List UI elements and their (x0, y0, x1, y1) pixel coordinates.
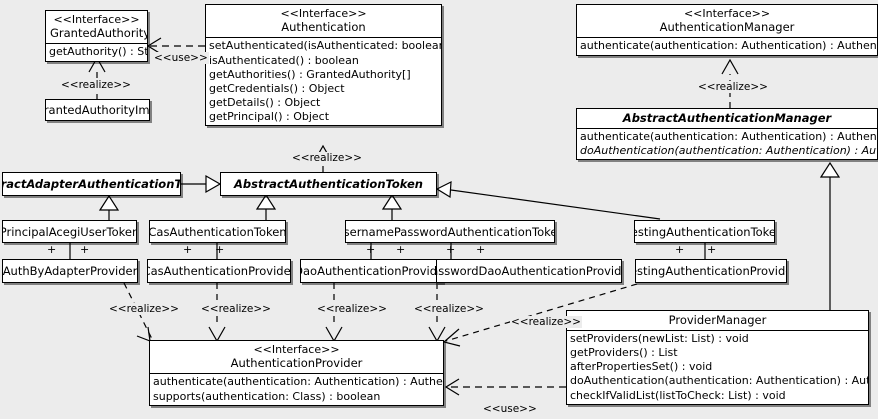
assoc-plus-testing-right: + (707, 243, 717, 256)
edge-label-realize-passworddaoauthenticationprovider: <<realize>> (413, 303, 485, 315)
stereotype-label: <<Interface>> (280, 7, 367, 20)
class-name: TestingAuthenticationToken (635, 224, 774, 239)
edge-generalization-usernamepasswordtoken (381, 193, 403, 220)
class-name: AuthByAdapterProvider (2, 264, 138, 278)
stereotype-label: <<Interface>> (683, 7, 771, 20)
class-header: <<Interface>> Authentication (206, 5, 441, 37)
assoc-plus-cas-right: + (215, 243, 225, 256)
class-testing-authentication-provider[interactable]: TestingAuthenticationProvider (635, 259, 787, 283)
class-name: TestingAuthenticationProvider (636, 264, 786, 278)
method-item: authenticate(authentication: Authenticat… (580, 130, 878, 144)
method-item: getCredentials() : Object (209, 81, 345, 95)
class-name: GrantedAuthorityImpl (46, 103, 150, 117)
class-name: Authentication (281, 20, 366, 35)
class-authentication[interactable]: <<Interface>> Authentication setAuthenti… (205, 4, 442, 127)
edge-generalization-providermanager (819, 161, 841, 311)
class-provider-manager[interactable]: ProviderManager setProviders(newList: Li… (566, 310, 869, 405)
edge-generalization-testingauthenticationtoken (435, 180, 661, 220)
edge-generalization-casauthenticationtoken (255, 193, 277, 220)
class-name: GrantedAuthority (50, 26, 148, 41)
class-principal-acegi-user-token[interactable]: PrincipalAcegiUserToken (2, 220, 137, 243)
class-header: <<Interface>> GrantedAuthority (46, 11, 147, 43)
class-name: DaoAuthenticationProvider (300, 264, 443, 278)
edge-label-realize-authbyadapterprovider: <<realize>> (108, 303, 180, 315)
methods-compartment: setAuthenticated(isAuthenticated: boolea… (206, 37, 441, 125)
method-item: setAuthenticated(isAuthenticated: boolea… (209, 39, 441, 53)
method-item: getAuthorities() : GrantedAuthority[] (209, 67, 411, 81)
class-granted-authority-impl[interactable]: GrantedAuthorityImpl (45, 99, 150, 121)
class-name: PrincipalAcegiUserToken (2, 224, 137, 239)
class-header: <<Interface>> AuthenticationManager (577, 5, 877, 37)
edge-label-realize-abstractauthenticationmanager: <<realize>> (697, 81, 769, 93)
class-name: PasswordDaoAuthenticationProvider (437, 264, 622, 278)
assoc-plus-testing-left: + (675, 243, 685, 256)
edge-label-use-authentication-grantedauthority: <<use>> (153, 52, 209, 64)
class-testing-authentication-token[interactable]: TestingAuthenticationToken (634, 220, 775, 243)
method-item: isAuthenticated() : boolean (209, 53, 359, 67)
method-item: authenticate(authentication: Authenticat… (153, 375, 443, 389)
class-name: AuthenticationManager (659, 20, 795, 35)
method-item: supports(authentication: Class) : boolea… (153, 389, 381, 403)
class-name: UsernamePasswordAuthenticationToken (345, 224, 555, 239)
assoc-plus-username-dao-left: + (366, 243, 376, 256)
method-item: getAuthority() : String (49, 45, 147, 59)
methods-compartment: authenticate(authentication: Authenticat… (577, 128, 877, 159)
methods-compartment: authenticate(authentication: Authenticat… (150, 373, 443, 404)
class-username-password-authentication-token[interactable]: UsernamePasswordAuthenticationToken (345, 220, 555, 243)
method-item: doAuthentication(authentication: Authent… (570, 374, 869, 388)
class-cas-authentication-token[interactable]: CasAuthenticationToken (149, 220, 286, 243)
class-cas-authentication-provider[interactable]: CasAuthenticationProvider (147, 259, 291, 283)
method-item: authenticate(authentication: Authenticat… (580, 39, 878, 53)
method-item: doAuthentication(authentication: Authent… (580, 144, 877, 158)
class-name: AbstractAdapterAuthenticationToken (2, 177, 181, 191)
methods-compartment: getAuthority() : String (46, 43, 147, 60)
class-header: <<Interface>> AuthenticationProvider (150, 341, 443, 373)
edge-label-realize-grantedauthorityimpl: <<realize>> (60, 79, 132, 91)
class-abstract-adapter-authentication-token[interactable]: AbstractAdapterAuthenticationToken (2, 172, 181, 196)
edge-label-realize-abstracttoken-authentication: <<realize>> (291, 152, 363, 164)
class-name: AuthenticationProvider (230, 356, 363, 371)
assoc-plus-cas-left: + (183, 243, 193, 256)
class-name: AbstractAuthenticationToken (233, 177, 423, 191)
class-name: AbstractAuthenticationManager (622, 111, 832, 125)
class-name: ProviderManager (668, 313, 767, 327)
assoc-plus-principal-left: + (47, 243, 57, 256)
class-authentication-provider[interactable]: <<Interface>> AuthenticationProvider aut… (149, 340, 444, 406)
class-abstract-authentication-token[interactable]: AbstractAuthenticationToken (220, 172, 437, 196)
edge-generalization-principalacegiusertoken (98, 194, 120, 220)
assoc-plus-username-passworddao-left: + (446, 243, 456, 256)
class-authentication-manager[interactable]: <<Interface>> AuthenticationManager auth… (576, 4, 878, 56)
class-name: CasAuthenticationProvider (147, 264, 291, 278)
method-item: checkIfValidList(listToCheck: List) : vo… (570, 388, 786, 402)
method-item: setProviders(newList: List) : void (570, 332, 749, 346)
stereotype-label: <<Interface>> (53, 13, 140, 26)
edge-label-realize-casauthenticationprovider: <<realize>> (200, 303, 272, 315)
edge-generalization-abstractadapter-abstracttoken (181, 174, 222, 194)
edge-label-realize-daoauthenticationprovider: <<realize>> (316, 303, 388, 315)
method-item: afterPropertiesSet() : void (570, 360, 713, 374)
class-header: AbstractAuthenticationManager (577, 109, 877, 128)
class-header: ProviderManager (567, 311, 868, 330)
edge-label-realize-testingauthenticationprovider: <<realize>> (510, 316, 582, 328)
class-auth-by-adapter-provider[interactable]: AuthByAdapterProvider (2, 259, 138, 283)
methods-compartment: authenticate(authentication: Authenticat… (577, 37, 877, 54)
methods-compartment: setProviders(newList: List) : void getPr… (567, 330, 868, 404)
method-item: getDetails() : Object (209, 95, 321, 109)
class-password-dao-authentication-provider[interactable]: PasswordDaoAuthenticationProvider (436, 259, 622, 283)
method-item: getProviders() : List (570, 346, 678, 360)
edge-label-use-providermanager: <<use>> (482, 403, 538, 415)
method-item: getPrincipal() : Object (209, 110, 330, 124)
edge-use-providermanager-authenticationprovider (444, 378, 566, 396)
assoc-plus-username-dao-right: + (396, 243, 406, 256)
stereotype-label: <<Interface>> (253, 343, 340, 356)
class-name: CasAuthenticationToken (149, 224, 286, 239)
assoc-plus-principal-right: + (80, 243, 90, 256)
class-granted-authority[interactable]: <<Interface>> GrantedAuthority getAuthor… (45, 10, 148, 62)
class-abstract-authentication-manager[interactable]: AbstractAuthenticationManager authentica… (576, 108, 878, 161)
assoc-plus-username-passworddao-right: + (476, 243, 486, 256)
class-dao-authentication-provider[interactable]: DaoAuthenticationProvider (300, 259, 443, 283)
